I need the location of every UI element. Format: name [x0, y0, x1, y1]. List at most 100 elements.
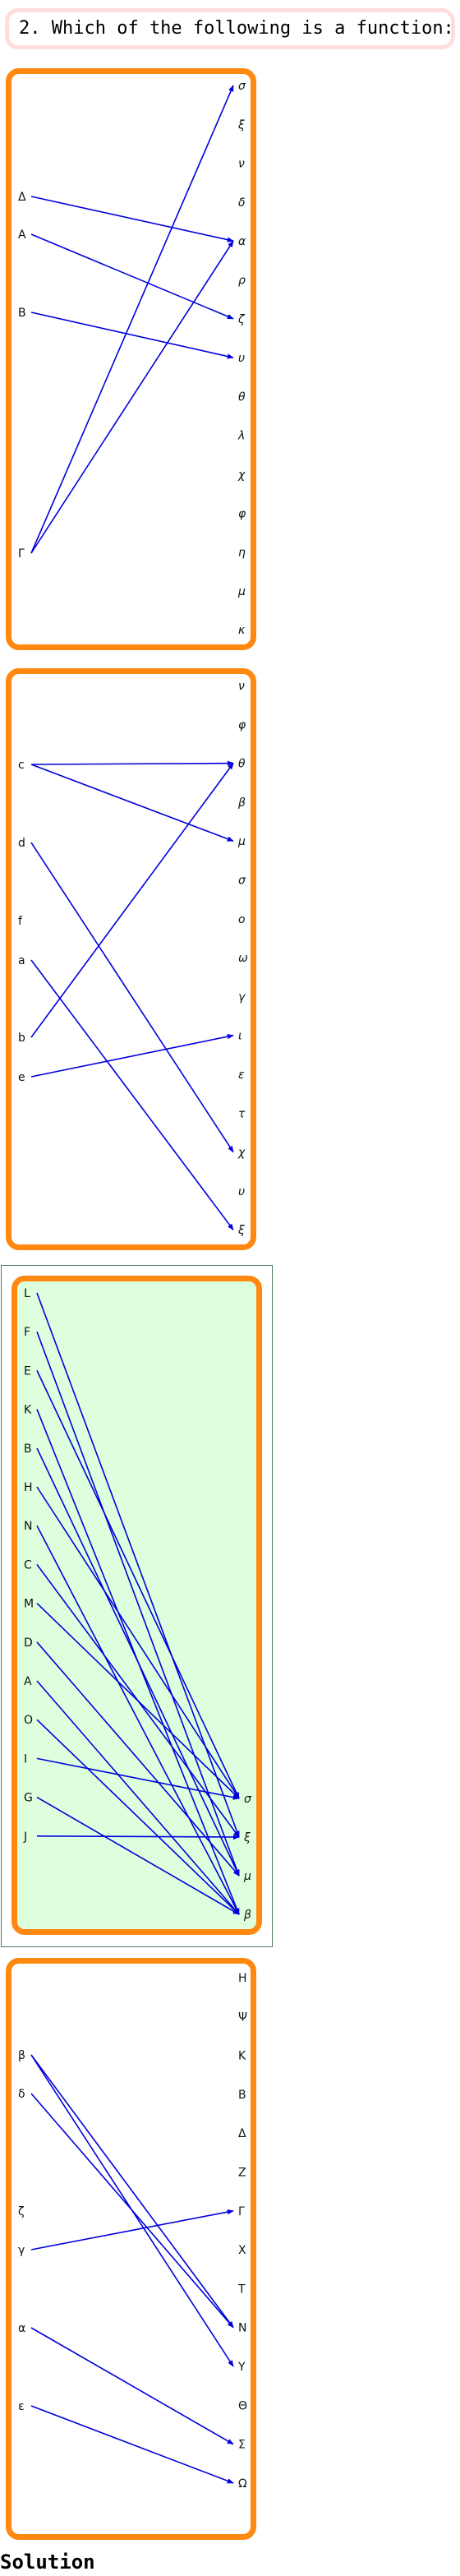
- domain-label: C: [24, 1558, 32, 1572]
- domain-label: G: [24, 1792, 33, 1805]
- codomain-label: ξ: [237, 118, 245, 132]
- domain-label: K: [24, 1404, 32, 1417]
- codomain-label: σ: [244, 1793, 252, 1806]
- mapping-arrow: [30, 2209, 234, 2251]
- codomain-label: K: [238, 2050, 246, 2063]
- mapping-arrow: [30, 233, 234, 320]
- domain-label: A: [18, 229, 26, 242]
- domain-label: M: [24, 1598, 34, 1611]
- domain-label: f: [18, 915, 23, 928]
- codomain-label: ζ: [237, 313, 246, 326]
- mapping-arrow: [30, 1034, 234, 1078]
- codomain-label: μ: [237, 835, 246, 848]
- mapping-arrow: [30, 196, 234, 242]
- codomain-label: ρ: [238, 275, 246, 288]
- codomain-label: σ: [238, 875, 246, 888]
- domain-label: B: [24, 1443, 32, 1456]
- codomain-label: κ: [238, 624, 246, 637]
- codomain-label: Ψ: [238, 2010, 247, 2024]
- domain-label: β: [18, 2049, 25, 2062]
- codomain-label: θ: [238, 390, 246, 404]
- codomain-label: β: [243, 1909, 251, 1922]
- domain-label: J: [23, 1830, 27, 1844]
- codomain-label: H: [238, 1972, 247, 1985]
- option-panel-4[interactable]: [6, 1958, 256, 2540]
- mapping-arrow: [36, 1525, 240, 1915]
- mapping-arrow: [36, 1796, 240, 1915]
- mapping-arrow: [30, 2327, 234, 2445]
- codomain-label: χ: [237, 469, 246, 482]
- codomain-label: Ω: [238, 2477, 247, 2491]
- codomain-label: σ: [238, 80, 246, 93]
- codomain-label: Γ: [238, 2205, 245, 2218]
- mapping-arrow: [30, 240, 234, 554]
- codomain-label: υ: [238, 352, 245, 365]
- codomain-label: μ: [243, 1870, 251, 1883]
- mapping-arrow: [30, 764, 234, 842]
- codomain-label: Σ: [238, 2439, 246, 2452]
- mapping-arrow: [36, 1834, 240, 1840]
- domain-label: ε: [18, 2400, 25, 2413]
- codomain-label: Θ: [238, 2399, 247, 2412]
- mapping-arrow: [36, 1603, 240, 1799]
- codomain-label: α: [238, 235, 246, 248]
- codomain-label: φ: [238, 718, 246, 732]
- codomain-label: χ: [237, 1147, 246, 1160]
- option-panel-1[interactable]: [6, 68, 256, 650]
- domain-label: H: [24, 1481, 33, 1494]
- codomain-label: β: [237, 796, 246, 810]
- codomain-label: ξ: [237, 1224, 245, 1237]
- domain-label: ζ: [18, 2205, 25, 2218]
- mapping-arrow: [36, 1447, 240, 1877]
- codomain-label: ν: [238, 158, 245, 171]
- mapping-arrow: [30, 842, 234, 1153]
- codomain-label: Z: [238, 2167, 246, 2180]
- mapping-arrow: [36, 1719, 240, 1915]
- mapping-arrow: [30, 2405, 234, 2484]
- question-text: 2. Which of the following is a function:: [5, 8, 455, 49]
- codomain-label: Δ: [238, 2127, 246, 2140]
- domain-label: Δ: [18, 191, 26, 204]
- codomain-label: τ: [238, 1107, 246, 1120]
- codomain-label: υ: [238, 1185, 245, 1198]
- domain-label: B: [18, 307, 26, 320]
- domain-label: e: [18, 1071, 25, 1084]
- codomain-label: ι: [238, 1030, 242, 1043]
- codomain-label: ν: [238, 680, 245, 693]
- codomain-label: X: [238, 2244, 246, 2257]
- domain-label: a: [18, 954, 25, 967]
- codomain-label: δ: [238, 196, 246, 210]
- codomain-label: φ: [238, 507, 246, 520]
- domain-label: c: [18, 759, 25, 772]
- domain-label: γ: [18, 2244, 25, 2257]
- domain-label: α: [18, 2322, 25, 2335]
- codomain-label: λ: [237, 430, 245, 443]
- domain-label: δ: [18, 2088, 25, 2101]
- domain-label: A: [24, 1675, 32, 1688]
- mapping-arrow: [36, 1331, 240, 1877]
- mapping-arrow: [36, 1486, 240, 1799]
- codomain-label: N: [238, 2322, 246, 2335]
- domain-label: D: [24, 1637, 33, 1650]
- codomain-label: Y: [237, 2361, 246, 2374]
- solution-label: Solution: [0, 2551, 95, 2574]
- domain-label: I: [24, 1752, 27, 1766]
- codomain-label: ε: [238, 1069, 245, 1082]
- mapping-arrow: [30, 85, 234, 554]
- mapping-arrow: [36, 1641, 240, 1877]
- option-panel-2[interactable]: [6, 668, 256, 1250]
- domain-label: O: [24, 1714, 33, 1727]
- mapping-arrow: [30, 762, 234, 1038]
- mapping-arrow: [36, 1370, 240, 1799]
- codomain-label: B: [238, 2089, 246, 2102]
- domain-label: F: [24, 1326, 30, 1339]
- mapping-arrow: [30, 2054, 234, 2329]
- mapping-arrow: [30, 2093, 234, 2329]
- mapping-arrow: [36, 1292, 240, 1838]
- mapping-arrow: [36, 1757, 240, 1800]
- codomain-label: μ: [237, 585, 246, 598]
- domain-label: N: [24, 1520, 32, 1533]
- codomain-label: ω: [238, 952, 248, 965]
- domain-label: Γ: [18, 547, 25, 561]
